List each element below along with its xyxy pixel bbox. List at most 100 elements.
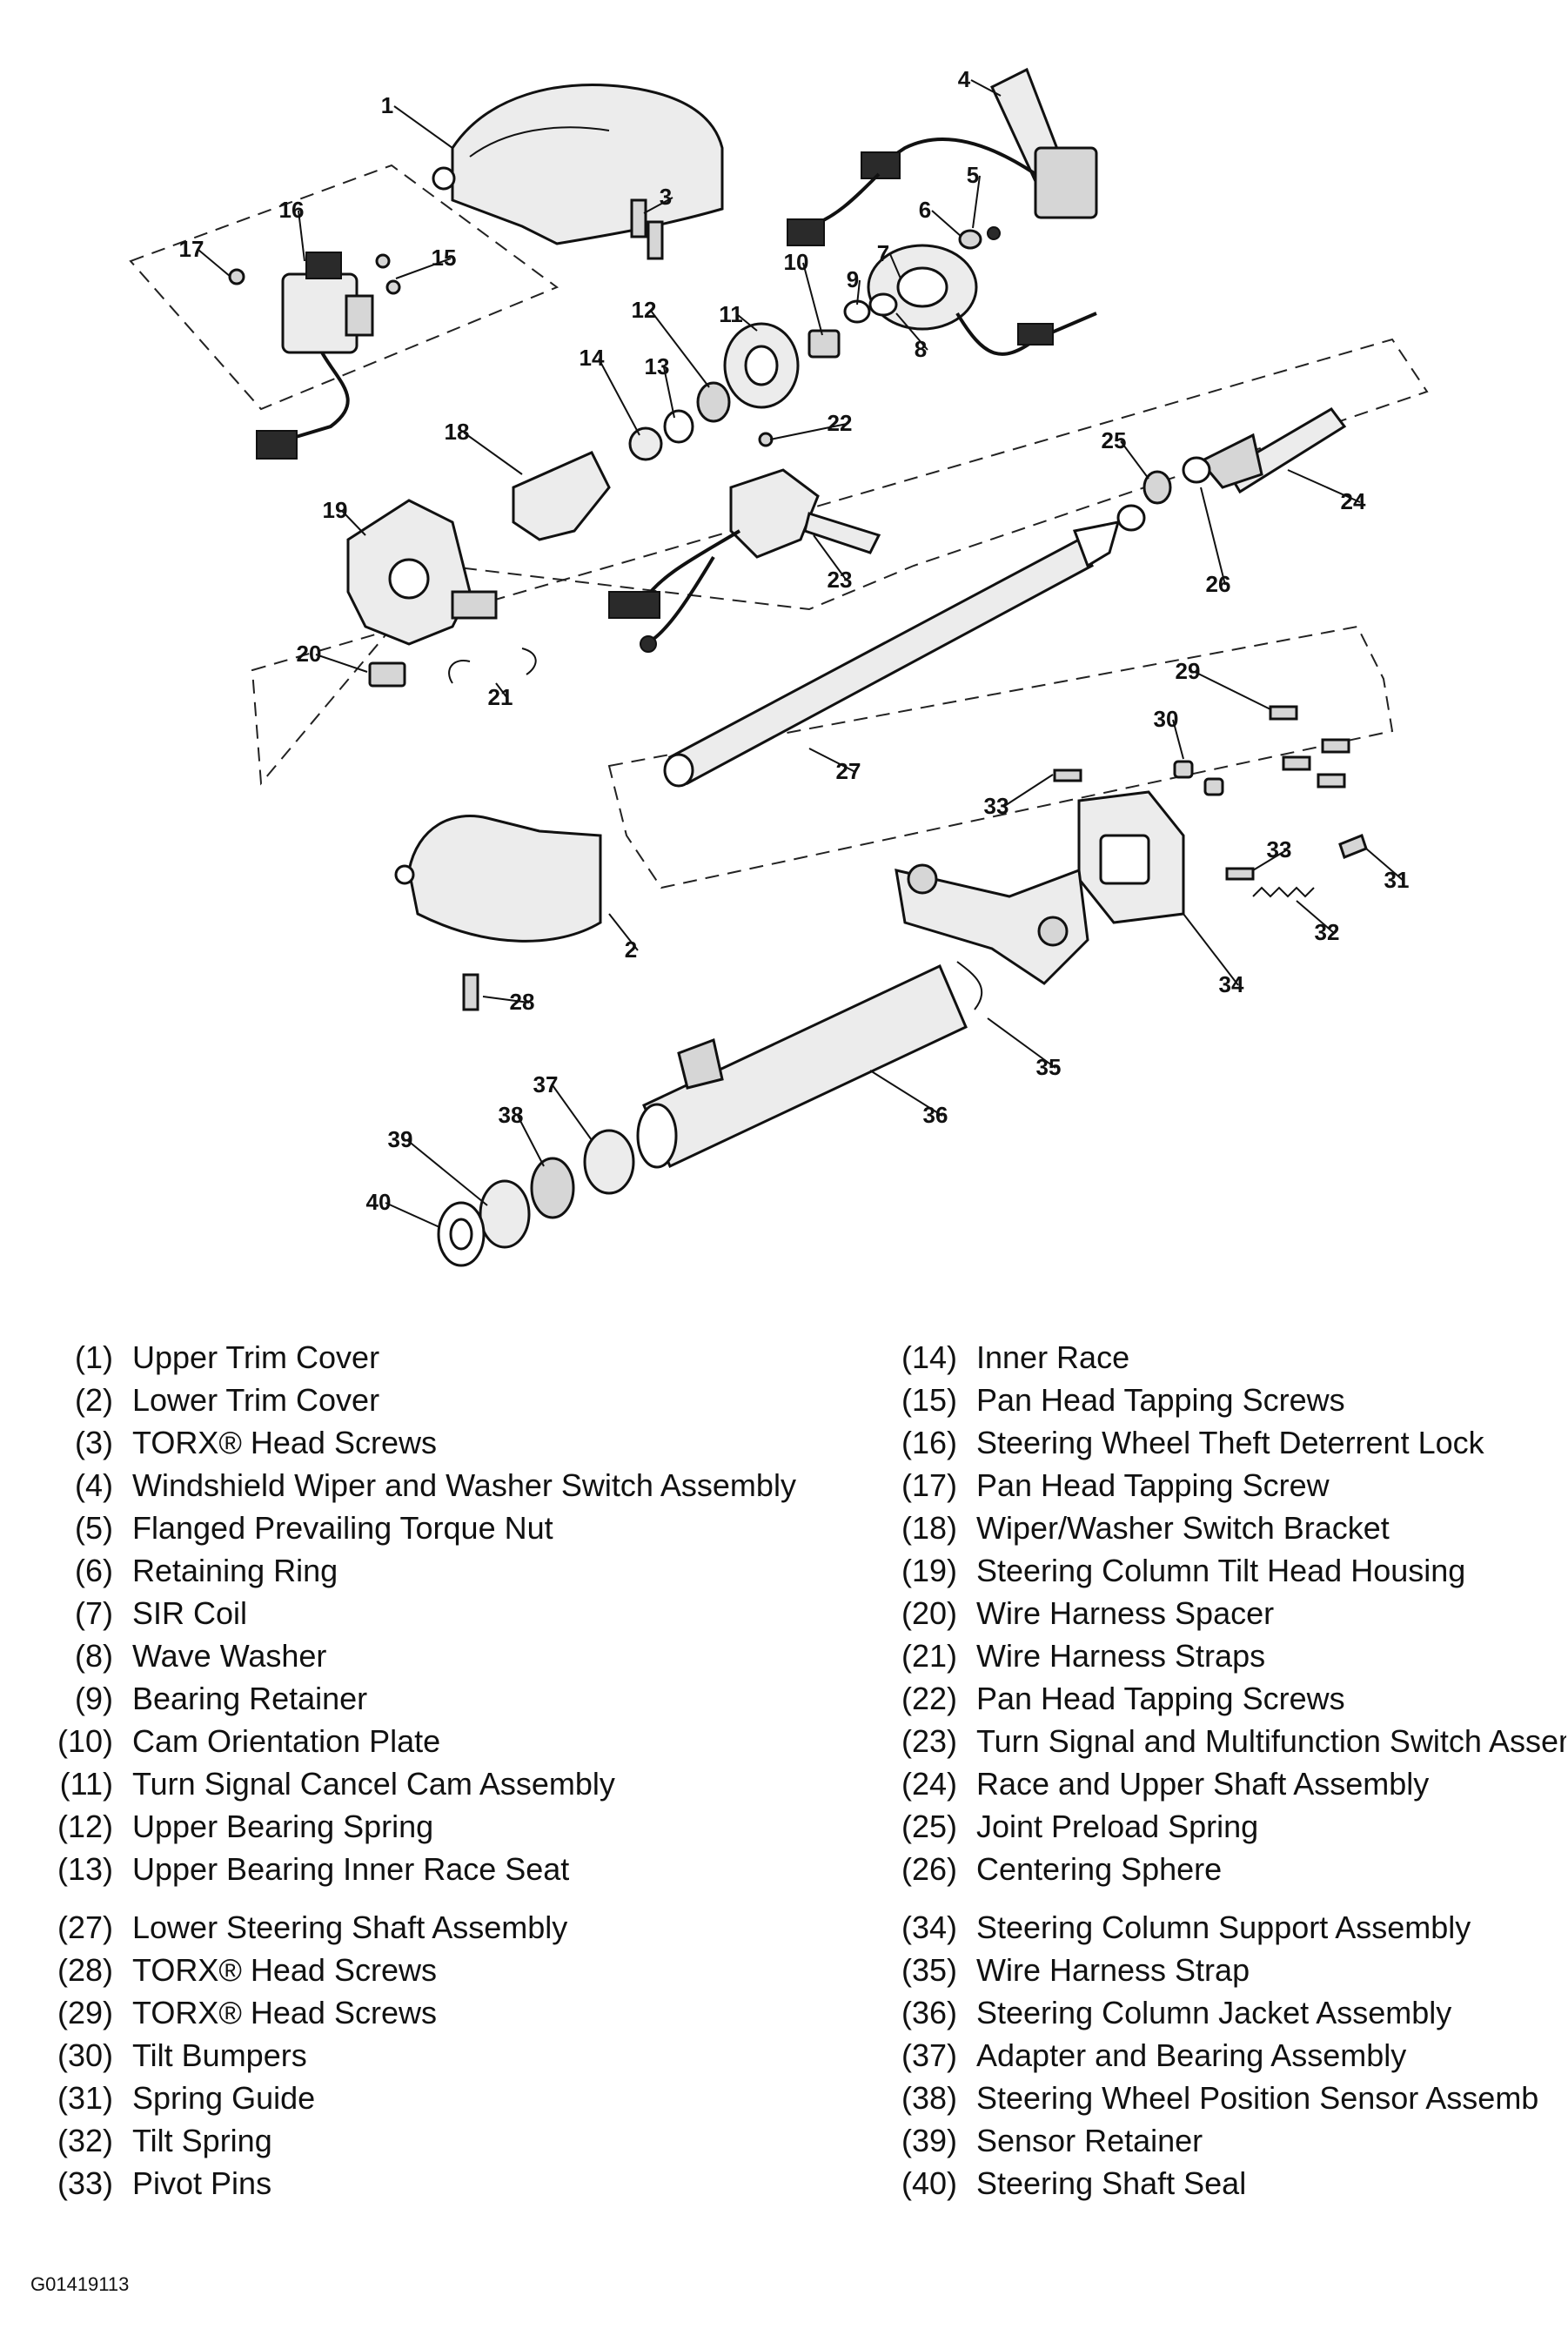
callout-label: 3 (660, 184, 672, 210)
legend-right-top: (14)Inner Race(15) Pan Head Tapping Screw… (870, 1336, 1566, 1890)
callout-label: 9 (847, 266, 859, 292)
callout-label: 14 (580, 345, 605, 371)
centering-sphere-b (1116, 504, 1146, 532)
legend-item-number: (20) (901, 1595, 957, 1631)
callout-leader (1252, 849, 1287, 871)
callout-label: 24 (1341, 488, 1366, 514)
legend-item: (2) Lower Trim Cover (26, 1379, 861, 1421)
callout-leader (495, 682, 508, 699)
legend-item: (33)Pivot Pins (26, 2162, 861, 2205)
callout-label: 4 (958, 66, 971, 92)
legend-item-name: Pan Head Tapping Screws (976, 1382, 1345, 1418)
callout-label: 37 (533, 1071, 559, 1097)
legend-item-name: Sensor Retainer (976, 2123, 1203, 2158)
lower-steering-shaft (663, 520, 1121, 788)
legend-item-name: Race and Upper Shaft Assembly (976, 1766, 1430, 1802)
callout-label: 39 (388, 1126, 413, 1152)
legend-item-number: (26) (901, 1851, 957, 1887)
callout-label: 28 (510, 989, 535, 1015)
legend-item-name: Wire Harness Strap (976, 1952, 1250, 1988)
tilt-bumper-a (1173, 760, 1194, 779)
callout-label: 19 (323, 497, 348, 523)
theft-deterrent-lock (256, 252, 374, 460)
tapping-screw-22 (758, 432, 774, 447)
legend-item-number: (32) (57, 2123, 113, 2158)
callout-label: 34 (1219, 971, 1244, 997)
legend-item-number: (11) (59, 1766, 113, 1802)
legend-item-number: (31) (57, 2080, 113, 2116)
legend-item: (14)Inner Race (870, 1336, 1566, 1379)
callout-leader (663, 366, 675, 419)
callout-label: 35 (1036, 1054, 1062, 1080)
legend-item-number: (15) (901, 1382, 957, 1418)
callout-leader (198, 249, 231, 278)
legend-item-name: Steering Column Tilt Head Housing (976, 1553, 1466, 1588)
wave-washer (868, 292, 898, 317)
legend-item-number: (40) (901, 2165, 957, 2201)
centering-sphere-a (1182, 456, 1211, 484)
legend-item: (28) TORX® Head Screws (26, 1949, 861, 1991)
legend-item-number: (29) (57, 1995, 113, 2030)
callout-leader (808, 748, 856, 773)
legend-item-number: (39) (901, 2123, 957, 2158)
legend-item-name: Windshield Wiper and Washer Switch Assem… (132, 1467, 796, 1503)
legend-item: (6)Retaining Ring (26, 1549, 861, 1592)
torx-screws-3 (630, 198, 664, 260)
legend-item: (21) Wire Harness Straps (870, 1634, 1566, 1677)
legend-item-name: TORX® Head Screws (132, 1425, 437, 1460)
callout-leader (1002, 774, 1054, 808)
legend-item-number: (16) (901, 1425, 957, 1460)
legend-item: (11)Turn Signal Cancel Cam Assembly (26, 1762, 861, 1805)
callout-leader (1296, 900, 1335, 934)
legend-item-number: (14) (901, 1339, 957, 1375)
legend-item-name: Lower Steering Shaft Assembly (132, 1909, 568, 1945)
callout-label: 30 (1154, 706, 1179, 732)
legend-right-column: (14)Inner Race(15) Pan Head Tapping Screw… (870, 1336, 1566, 2205)
legend-item-name: Steering Wheel Theft Deterrent Lock (976, 1425, 1484, 1460)
callout-leader (1287, 469, 1361, 503)
legend-item-number: (7) (75, 1595, 113, 1631)
callout-label: 33 (1267, 836, 1292, 862)
legend-item-name: SIR Coil (132, 1595, 248, 1631)
callout-leader (869, 1070, 943, 1117)
legend-item-number: (33) (57, 2165, 113, 2201)
legend-item-number: (4) (75, 1467, 113, 1503)
wiper-switch-assembly (787, 67, 1098, 246)
turn-signal-switch (608, 468, 881, 653)
legend-item-name: Lower Trim Cover (132, 1382, 380, 1418)
callout-leader (889, 253, 901, 279)
callout-leader (856, 279, 861, 305)
legend-item: (8)Wave Washer (26, 1634, 861, 1677)
callout-label: 31 (1384, 867, 1410, 893)
legend-item-number: (28) (57, 1952, 113, 1988)
exploded-view-diagram: 1234567891011121314151617181920212223242… (129, 66, 1429, 1267)
screw-right-b (1282, 755, 1311, 771)
callout-leader (552, 1084, 593, 1141)
callout-label: 6 (919, 197, 931, 223)
position-sensor (530, 1157, 575, 1219)
legend-item: (9)Bearing Retainer (26, 1677, 861, 1720)
callout-leader (406, 1139, 488, 1206)
legend-item: (3)TORX® Head Screws (26, 1421, 861, 1464)
callout-leader (482, 996, 530, 1003)
legend-item: (37)Adapter and Bearing Assembly (870, 2034, 1566, 2077)
legend-item-name: Steering Wheel Position Sensor Assemb (976, 2080, 1539, 2116)
spring-guide (1338, 834, 1368, 859)
legend-item-name: TORX® Head Screws (132, 1952, 437, 1988)
callout-label: 11 (719, 301, 743, 327)
callout-leader (650, 310, 710, 388)
callout-leader (1365, 848, 1404, 882)
callout-label: 7 (877, 240, 889, 266)
callout-leader (463, 432, 523, 475)
legend-item-number: (2) (75, 1382, 113, 1418)
legend-item-name: Adapter and Bearing Assembly (976, 2037, 1407, 2073)
legend-item-name: Retaining Ring (132, 1553, 338, 1588)
callout-leader (1183, 913, 1239, 986)
legend-item: (19)Steering Column Tilt Head Housing (870, 1549, 1566, 1592)
legend-item-name: Tilt Bumpers (132, 2037, 307, 2073)
callout-leader (341, 510, 366, 536)
legend-item: (32)Tilt Spring (26, 2119, 861, 2162)
legend-item-number: (21) (901, 1638, 957, 1674)
legend-item-name: Pan Head Tapping Screws (976, 1681, 1345, 1716)
legend-item-name: Wire Harness Straps (976, 1638, 1266, 1674)
